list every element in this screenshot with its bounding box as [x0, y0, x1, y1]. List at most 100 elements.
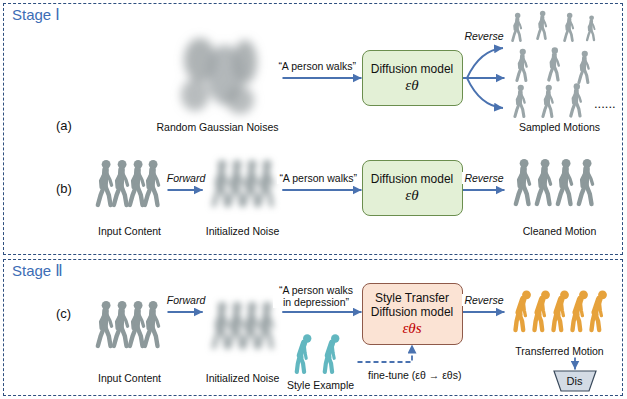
gaussian-noise	[181, 38, 257, 114]
flow-arrow	[168, 311, 203, 313]
caption: Input Content	[98, 225, 161, 238]
walker	[145, 160, 159, 205]
model-name: Diffusion model	[371, 172, 454, 186]
caption: Sampled Motions	[519, 121, 600, 134]
motion-picture: Transferred Motion	[505, 272, 615, 358]
flow-arrow	[282, 189, 361, 191]
walker	[130, 301, 144, 346]
noise-picture: Random Gaussian Noises	[153, 30, 283, 134]
walker	[558, 159, 572, 204]
caption: Cleaned Motion	[523, 225, 597, 238]
noise-picture: Initialized Noise	[203, 285, 283, 385]
walker	[538, 11, 547, 39]
panel-letter: (a)	[56, 118, 72, 133]
walker	[114, 160, 128, 205]
walker	[259, 302, 273, 347]
flow-arrow	[283, 77, 362, 79]
edge-label: fine-tune (εθ → εθs)	[366, 369, 463, 381]
style-walkers	[297, 334, 340, 372]
walker	[98, 160, 112, 205]
edge-label: “A person walks in depression”	[273, 284, 359, 308]
panel-letter: (c)	[56, 306, 71, 321]
discriminator-label: Dis	[567, 375, 583, 387]
edge-label: “A person walks”	[276, 60, 358, 72]
walker	[549, 47, 559, 80]
flow-arrow	[574, 358, 576, 370]
stage-title: Stage Ⅰ	[12, 6, 60, 24]
walker	[214, 160, 228, 205]
diffusion-model-box: Diffusion modelεθ	[362, 50, 463, 106]
walker	[229, 302, 243, 347]
walker	[579, 51, 589, 83]
walker	[229, 160, 243, 205]
sampled-walkers	[513, 11, 595, 117]
walker	[579, 159, 593, 204]
flow-arrow	[282, 311, 361, 313]
caption: Initialized Noise	[206, 225, 280, 238]
trapezoid-outline	[554, 371, 596, 391]
walker	[130, 160, 144, 205]
cleaned-walkers	[516, 159, 593, 204]
dashed-arrow	[358, 345, 413, 363]
model-name: Style Transfer Diffusion model	[369, 291, 456, 319]
panel-letter: (b)	[56, 181, 72, 196]
branch-arrow	[467, 48, 503, 78]
stage-band: Stage ⅠRandom Gaussian NoisesDiffusion m…	[3, 3, 623, 255]
input-walkers	[98, 301, 159, 346]
walker	[259, 160, 273, 205]
walker	[214, 302, 228, 347]
model-symbol: εθ	[405, 76, 418, 94]
stage-title: Stage Ⅱ	[12, 262, 63, 280]
walker	[244, 160, 258, 205]
motion-picture: Input Content	[92, 140, 168, 238]
walker	[565, 13, 574, 41]
model-symbol: εθs	[402, 319, 421, 337]
walker	[535, 290, 550, 330]
walker	[114, 301, 128, 346]
walker	[571, 83, 581, 116]
branch-arrow	[467, 78, 503, 108]
discriminator-trapezoid: Dis	[553, 370, 597, 392]
caption: Initialized Noise	[206, 372, 280, 385]
walker	[244, 302, 258, 347]
noise-blob	[181, 79, 209, 111]
walker	[573, 290, 588, 330]
walker	[516, 290, 531, 330]
walker	[592, 290, 607, 330]
flow-arrow	[463, 189, 505, 191]
noise-blob	[233, 40, 257, 84]
motion-picture: Cleaned Motion	[505, 145, 615, 238]
walker	[513, 13, 522, 41]
motion-picture: Input Content	[92, 285, 168, 385]
edge-label: Forward	[165, 172, 208, 184]
input-walkers	[98, 160, 159, 205]
caption: Style Example	[287, 379, 354, 392]
transferred-walkers	[516, 290, 607, 330]
diffusion-model-box: Diffusion modelεθ	[362, 160, 463, 216]
edge-label: Forward	[165, 294, 208, 306]
edge-label: Reverse	[462, 30, 505, 42]
walker	[297, 334, 312, 372]
model-symbol: εθ	[405, 186, 418, 204]
walker	[517, 49, 527, 81]
model-name: Diffusion model	[371, 62, 454, 76]
walker	[515, 85, 525, 117]
walker	[587, 15, 595, 40]
edge-label: Reverse	[462, 172, 505, 184]
stage-band: Stage ⅡInput ContentInitialized NoiseSty…	[3, 259, 623, 396]
noise-picture: Initialized Noise	[203, 140, 283, 238]
noised-walkers	[214, 302, 273, 347]
walker	[325, 334, 340, 372]
style-transfer-box: Style Transfer Diffusion modelεθs	[362, 283, 463, 345]
walker	[537, 159, 551, 204]
walker	[543, 85, 553, 117]
edge-label: Reverse	[462, 294, 505, 306]
walker	[554, 290, 569, 330]
motion-picture: Sampled Motions	[505, 8, 615, 134]
edge-label: “A person walks”	[277, 172, 359, 184]
flow-arrow	[463, 311, 505, 313]
flow-arrow	[168, 189, 203, 191]
walker	[516, 159, 530, 204]
caption: Input Content	[98, 372, 161, 385]
